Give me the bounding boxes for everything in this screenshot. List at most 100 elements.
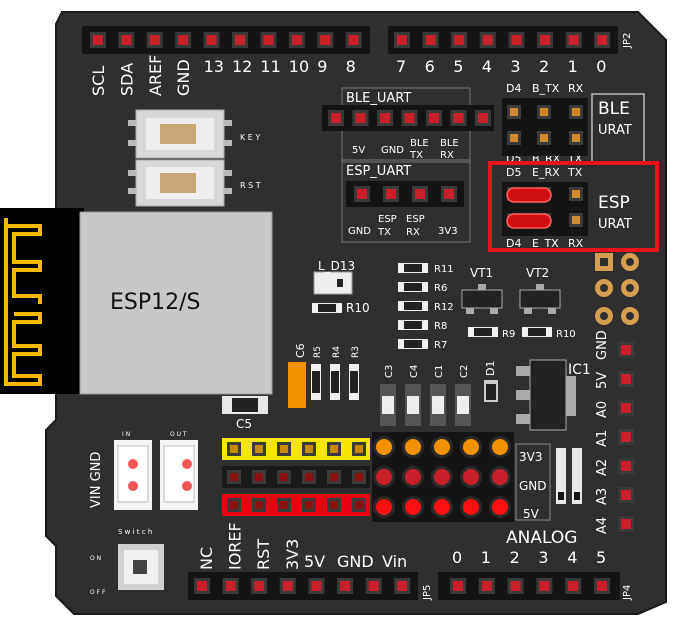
round-pin-2-3[interactable] [460,496,482,518]
round-pin-0-3[interactable] [460,436,482,458]
top-pin-right-0[interactable] [394,32,410,48]
ble-header-pin-1[interactable] [352,110,369,126]
color-pin-2-1[interactable] [252,498,266,512]
color-pin-2-4[interactable] [327,498,341,512]
top-pin-right-7[interactable] [594,32,611,48]
round-pin-0-0[interactable] [373,436,395,458]
color-header-pins[interactable] [227,442,366,512]
bottom-pin-left-7[interactable] [394,578,411,594]
ble-header-pin-6[interactable] [475,110,491,126]
top-pin-left-6[interactable] [260,32,277,48]
side-pin-a2[interactable] [618,458,634,474]
key-button[interactable] [128,109,232,159]
side-pin-a4[interactable] [618,516,634,532]
selector-pin-0-1[interactable] [507,131,521,145]
gpio-hole-1-1[interactable] [621,279,639,297]
color-pin-1-2[interactable] [277,470,291,484]
top-pin-right-4[interactable] [508,32,525,48]
bottom-pin-right-5[interactable] [594,578,610,594]
color-pin-1-3[interactable] [302,470,316,484]
top-pins-left[interactable] [90,32,362,48]
top-pin-right-1[interactable] [422,32,439,48]
top-pin-left-8[interactable] [317,32,334,48]
rst-button[interactable] [128,159,232,207]
side-pin-5v[interactable] [618,371,634,387]
top-pin-left-5[interactable] [232,32,248,48]
bottom-pin-right-2[interactable] [507,578,524,594]
color-pin-2-5[interactable] [352,498,366,512]
ble-header-pin-5[interactable] [450,110,467,126]
round-pin-0-1[interactable] [402,436,424,458]
selector-pin-1-1[interactable] [537,131,551,145]
side-pin-a3[interactable] [618,487,634,503]
selector-pin-2-3[interactable] [569,213,583,227]
selector-pin-0-0[interactable] [507,105,521,119]
top-pins-right[interactable] [394,32,611,48]
top-pin-left-7[interactable] [288,32,305,48]
round-pin-2-1[interactable] [402,496,424,518]
round-pin-grid[interactable] [373,436,511,518]
gpio-hole-2-0[interactable] [595,307,613,325]
selector-pin-2-1[interactable] [569,131,583,145]
voltage-jumper[interactable] [556,448,582,504]
power-out-connector[interactable] [160,440,198,510]
color-pin-1-0[interactable] [227,470,241,484]
esp-header-pin-0[interactable] [354,186,370,202]
ble-header-pin-3[interactable] [401,110,418,126]
top-pin-right-3[interactable] [479,32,496,48]
bottom-pin-left-5[interactable] [337,578,353,594]
color-pin-0-2[interactable] [277,442,291,456]
ble-header-pin-2[interactable] [377,110,393,126]
color-pin-0-0[interactable] [227,442,241,456]
analog-side-pins[interactable] [618,342,634,532]
side-pin-a1[interactable] [618,429,634,445]
top-pin-left-0[interactable] [90,32,106,48]
side-pin-gnd[interactable] [618,342,634,358]
top-pin-left-4[interactable] [203,32,220,48]
gpio-holes[interactable] [595,253,639,325]
round-pin-2-2[interactable] [431,496,453,518]
color-pin-1-1[interactable] [252,470,266,484]
selector-pin-2-0[interactable] [569,105,583,119]
esp-header-pin-1[interactable] [383,186,399,202]
color-pin-1-5[interactable] [352,470,366,484]
top-pin-left-1[interactable] [118,32,135,48]
round-pin-1-0[interactable] [373,466,395,488]
bottom-header-pins[interactable] [194,578,610,594]
round-pin-0-4[interactable] [489,436,511,458]
round-pin-1-3[interactable] [460,466,482,488]
bottom-pin-left-2[interactable] [251,578,268,594]
round-pin-2-0[interactable] [373,496,395,518]
power-switch[interactable] [118,544,164,590]
color-pin-0-3[interactable] [302,442,316,456]
selector-pin-1-0[interactable] [537,105,551,119]
bottom-pin-left-0[interactable] [194,578,210,594]
side-pin-a0[interactable] [618,400,634,416]
bottom-pin-right-4[interactable] [565,578,582,594]
jumper-caps[interactable] [506,187,552,229]
top-pin-right-5[interactable] [537,32,553,48]
round-pin-1-4[interactable] [489,466,511,488]
bottom-pin-right-3[interactable] [536,578,553,594]
color-pin-1-4[interactable] [327,470,341,484]
gpio-hole-2-1[interactable] [621,307,639,325]
esp-header-pin-2[interactable] [412,186,428,202]
gpio-hole-0-0[interactable] [595,253,613,271]
esp-header-pin-3[interactable] [441,186,457,202]
top-pin-right-2[interactable] [451,32,468,48]
bottom-pin-left-1[interactable] [222,578,239,594]
color-pin-2-2[interactable] [277,498,291,512]
gpio-hole-0-1[interactable] [621,253,639,271]
bottom-pin-right-0[interactable] [450,578,466,594]
color-pin-2-0[interactable] [227,498,241,512]
round-pin-1-2[interactable] [431,466,453,488]
round-pin-0-2[interactable] [431,436,453,458]
bottom-pin-left-6[interactable] [365,578,382,594]
round-pin-1-1[interactable] [402,466,424,488]
esp-uart-pins[interactable] [354,186,457,202]
ble-uart-pins[interactable] [328,110,491,126]
top-pin-right-6[interactable] [565,32,582,48]
top-pin-left-9[interactable] [345,32,362,48]
power-in-connector[interactable] [114,440,152,510]
gpio-hole-1-0[interactable] [595,279,613,297]
